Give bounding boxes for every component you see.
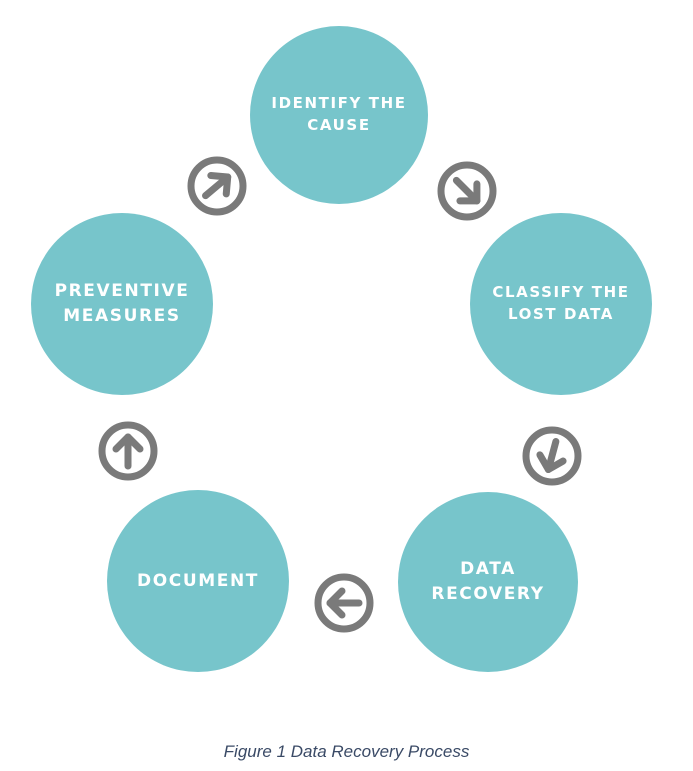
node-identify-label: IDENTIFY THE CAUSE xyxy=(271,94,407,134)
node-document: DOCUMENT xyxy=(107,490,289,672)
arrow-up-right-icon xyxy=(187,156,247,216)
arrow-left-icon xyxy=(314,573,374,633)
figure-caption: Figure 1 Data Recovery Process xyxy=(223,742,470,761)
node-data-recovery: DATA RECOVERY xyxy=(398,492,578,672)
arrow-down-icon xyxy=(522,426,582,486)
arrow-down-right-icon xyxy=(437,161,497,221)
node-preventive-measures: PREVENTIVE MEASURES xyxy=(31,213,213,395)
node-classify-the-lost-data: CLASSIFY THE LOST DATA xyxy=(470,213,652,395)
node-document-label: DOCUMENT xyxy=(137,570,259,591)
node-preventive-label: PREVENTIVE MEASURES xyxy=(54,281,190,326)
arrow-up-icon xyxy=(98,421,158,481)
node-identify-the-cause: IDENTIFY THE CAUSE xyxy=(250,26,428,204)
node-classify-label: CLASSIFY THE LOST DATA xyxy=(492,283,630,323)
node-recovery-label: DATA RECOVERY xyxy=(431,559,545,604)
